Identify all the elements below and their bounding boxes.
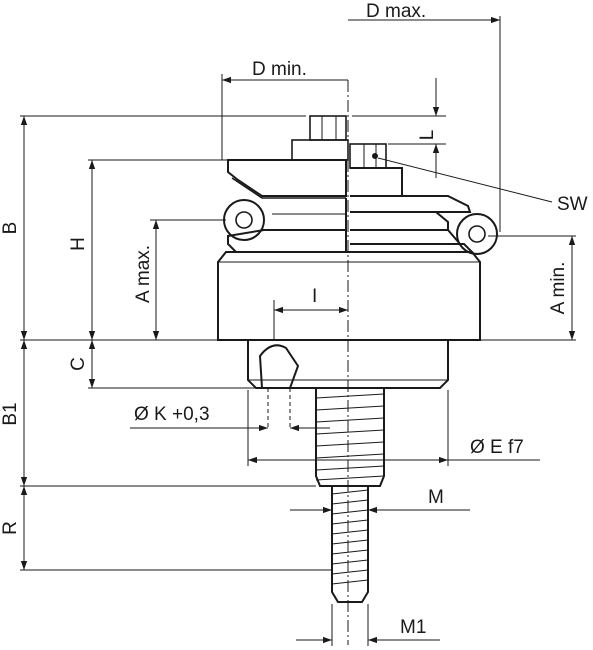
label-l: L	[417, 130, 438, 141]
label-m: M	[428, 487, 444, 508]
side-pin	[258, 344, 300, 430]
dimension-lines	[20, 16, 576, 644]
label-i: I	[312, 286, 317, 307]
dim-sw-leader	[377, 157, 553, 203]
label-sw: SW	[557, 194, 588, 215]
upper-plate-left	[227, 159, 347, 231]
main-body	[217, 251, 481, 341]
threaded-stud	[315, 388, 385, 487]
label-a-max: A max.	[133, 245, 154, 303]
extension-lines	[20, 16, 576, 646]
lower-lever-base	[227, 229, 475, 253]
label-r: R	[0, 521, 21, 535]
label-m1: M1	[400, 617, 426, 638]
small-hex-nut	[349, 143, 387, 169]
top-hex-nut	[291, 115, 349, 161]
lower-rod	[331, 486, 369, 603]
label-b: B	[0, 222, 21, 235]
label-h: H	[68, 237, 89, 251]
label-d-min: D min.	[252, 59, 307, 80]
label-e: Ø E f7	[470, 437, 524, 458]
label-k: Ø K +0,3	[134, 404, 210, 425]
label-a-min: A min.	[548, 262, 569, 315]
label-c: C	[68, 357, 89, 371]
label-d-max: D max.	[366, 1, 426, 22]
label-b1: B1	[0, 402, 21, 425]
upper-plate-right	[350, 167, 472, 231]
pivot-right	[456, 213, 498, 255]
